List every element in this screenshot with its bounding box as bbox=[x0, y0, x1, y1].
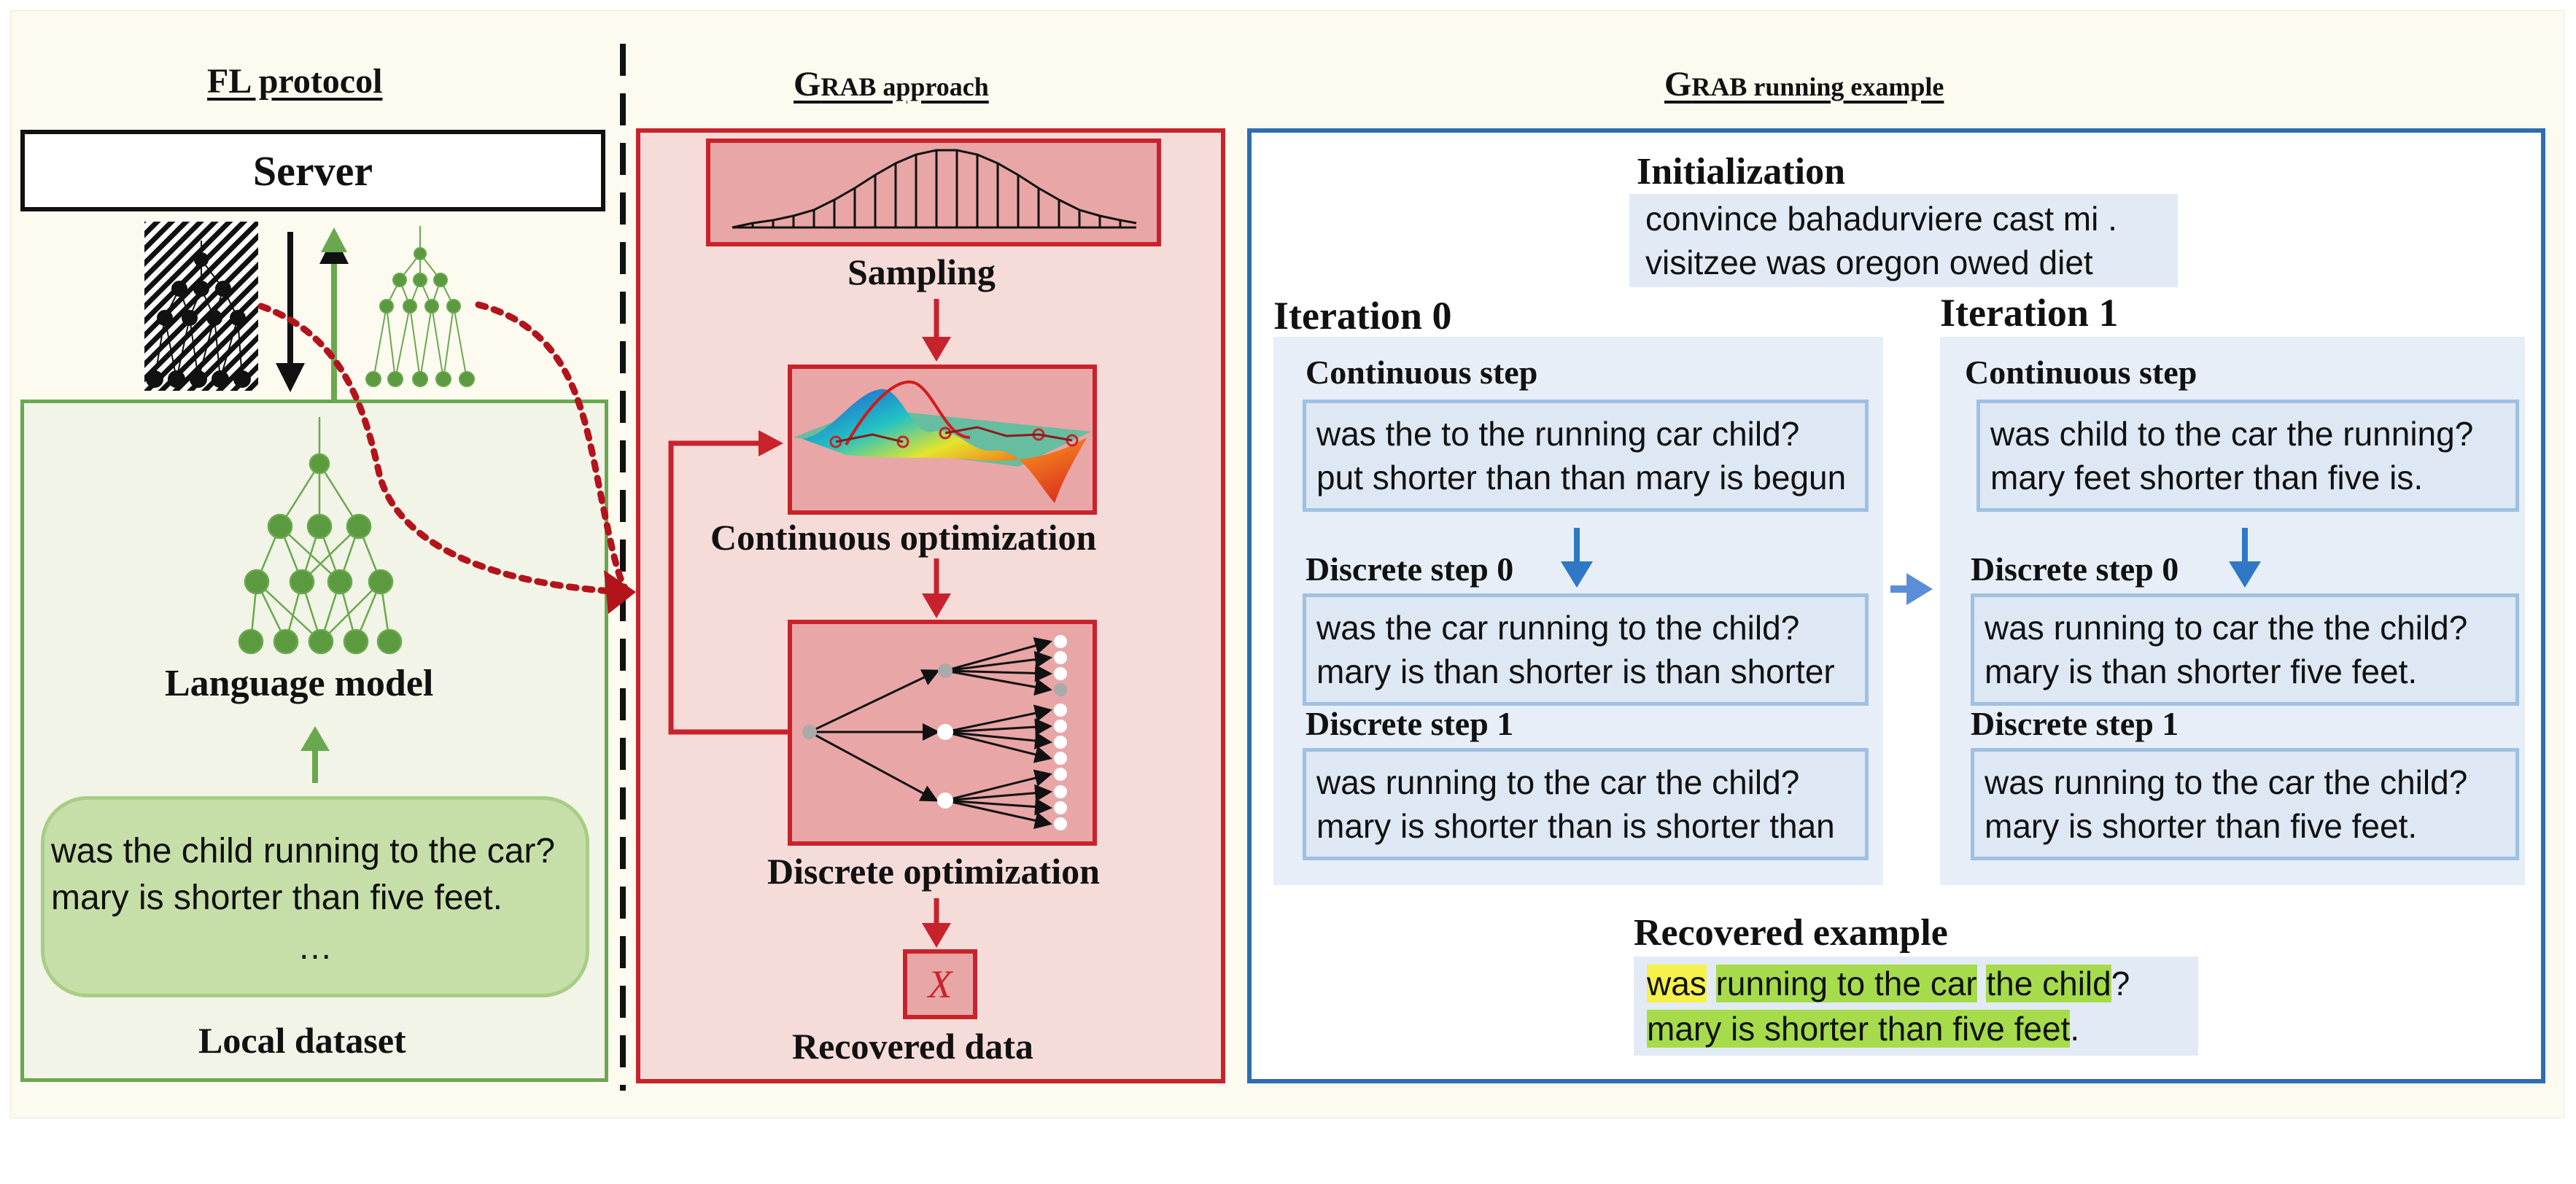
client-update-icon bbox=[365, 226, 475, 387]
iter1-d0-line-2: mary is than shorter five feet. bbox=[1985, 653, 2418, 690]
leak-arrow-update bbox=[475, 301, 629, 593]
iter0-continuous-line-1: was the to the running car child? bbox=[1316, 415, 1800, 453]
iter0-discrete1-label: Discrete step 1 bbox=[1306, 705, 1514, 742]
iter1-discrete1-box: was running to the car the child? mary is… bbox=[1971, 748, 2519, 860]
iter0-d0-line-2: mary is than shorter is than shorter bbox=[1316, 653, 1835, 690]
recovered-span-mary: mary is shorter than five feet bbox=[1647, 1010, 2071, 1048]
recovered-period: . bbox=[2070, 1010, 2080, 1048]
recovered-line-2: mary is shorter than five feet. bbox=[1647, 1006, 2185, 1051]
title-fl-protocol: FL protocol bbox=[207, 62, 383, 101]
iter0-continuous-line-2: put shorter than than mary is begun bbox=[1316, 459, 1847, 496]
local-dataset-label: Local dataset bbox=[198, 1020, 406, 1061]
iter1-d1-line-1: was running to the car the child? bbox=[1985, 763, 2468, 801]
iter1-continuous-box: was child to the car the running? mary fe… bbox=[1976, 400, 2519, 512]
iter0-down-arrow bbox=[1561, 561, 1593, 588]
recovered-token-was: was bbox=[1647, 965, 1707, 1002]
discrete-label: Discrete optimization bbox=[767, 851, 1100, 892]
iter1-continuous-line-2: mary feet shorter than five is. bbox=[1990, 459, 2424, 496]
recovered-example-box: was running to the car the child? mary i… bbox=[1634, 957, 2198, 1056]
iter0-d0-line-1: was the car running to the child? bbox=[1316, 609, 1800, 647]
iteration-0-label: Iteration 0 bbox=[1273, 294, 1452, 338]
recovered-span-running: running to the car bbox=[1715, 965, 1977, 1002]
sampling-histogram bbox=[732, 149, 1137, 229]
local-dataset-pill bbox=[41, 796, 589, 997]
title-grab-example: GRAB running example bbox=[1664, 65, 1944, 104]
language-model-label: Language model bbox=[165, 663, 434, 704]
iter0-d1-line-1: was running to the car the child? bbox=[1316, 763, 1800, 801]
language-model-icon bbox=[238, 417, 403, 655]
iter1-discrete0-label: Discrete step 0 bbox=[1971, 550, 2179, 588]
search-tree-nodes bbox=[802, 635, 1067, 830]
recovered-example-label: Recovered example bbox=[1634, 912, 1948, 954]
iter1-down-arrow bbox=[2229, 561, 2261, 588]
iter0-d1-line-2: mary is shorter than is shorter than bbox=[1316, 807, 1835, 845]
leak-arrow-head bbox=[604, 570, 636, 614]
feedback-loop bbox=[668, 440, 788, 735]
iteration-1-label: Iteration 1 bbox=[1940, 291, 2119, 335]
iter1-discrete1-label: Discrete step 1 bbox=[1971, 705, 2179, 742]
upload-arrow-head bbox=[321, 227, 347, 252]
recovered-data-label: Recovered data bbox=[792, 1026, 1033, 1067]
dataset-ellipsis: … bbox=[298, 928, 333, 967]
recovered-span-child: the child bbox=[1986, 965, 2111, 1002]
arrow-continuous-to-discrete bbox=[922, 593, 951, 618]
iteration-transition-arrow bbox=[1906, 573, 1933, 605]
feedback-loop-head bbox=[759, 430, 783, 456]
iter1-continuous-label: Continuous step bbox=[1965, 354, 2197, 391]
title-grab-approach: GRAB approach bbox=[794, 65, 989, 104]
recovered-data-block: X bbox=[903, 949, 977, 1019]
loss-surface-icon bbox=[794, 381, 1091, 503]
recovered-qmark: ? bbox=[2111, 965, 2130, 1002]
iter1-d0-line-1: was running to car the the child? bbox=[1985, 609, 2468, 647]
leak-arrow-server bbox=[257, 303, 628, 596]
init-line-1: convince bahadurviere cast mi . bbox=[1645, 200, 2117, 238]
x-symbol: X bbox=[928, 962, 953, 1006]
dataset-to-model-arrow bbox=[300, 726, 330, 751]
search-tree-icon bbox=[809, 637, 1052, 830]
iter1-continuous-line-1: was child to the car the running? bbox=[1990, 415, 2474, 453]
iter0-continuous-label: Continuous step bbox=[1306, 354, 1538, 391]
server-box: Server bbox=[20, 130, 605, 211]
server-model-icon bbox=[144, 222, 258, 391]
continuous-label: Continuous optimization bbox=[710, 517, 1097, 558]
recovered-line-1: was running to the car the child? bbox=[1647, 961, 2185, 1006]
dataset-line-1: was the child running to the car? bbox=[51, 832, 556, 871]
arrow-sampling-to-continuous bbox=[922, 337, 951, 362]
iter1-discrete0-box: was running to car the the child? mary is… bbox=[1971, 593, 2519, 706]
iter0-discrete1-box: was running to the car the child? mary is… bbox=[1303, 748, 1869, 860]
iter1-d1-line-2: mary is shorter than five feet. bbox=[1985, 807, 2418, 845]
iter0-discrete0-box: was the car running to the child? mary is… bbox=[1303, 593, 1869, 706]
sampling-label: Sampling bbox=[847, 252, 996, 292]
iter0-continuous-box: was the to the running car child? put sho… bbox=[1303, 400, 1869, 512]
dataset-line-2: mary is shorter than five feet. bbox=[51, 879, 503, 917]
arrow-discrete-to-recovered bbox=[922, 923, 951, 948]
initialization-label: Initialization bbox=[1637, 151, 1846, 192]
iter0-discrete0-label: Discrete step 0 bbox=[1306, 550, 1514, 588]
initialization-box: convince bahadurviere cast mi . visitzee … bbox=[1629, 194, 2178, 287]
init-line-2: visitzee was oregon owed diet bbox=[1645, 244, 2093, 281]
server-label: Server bbox=[252, 147, 373, 195]
